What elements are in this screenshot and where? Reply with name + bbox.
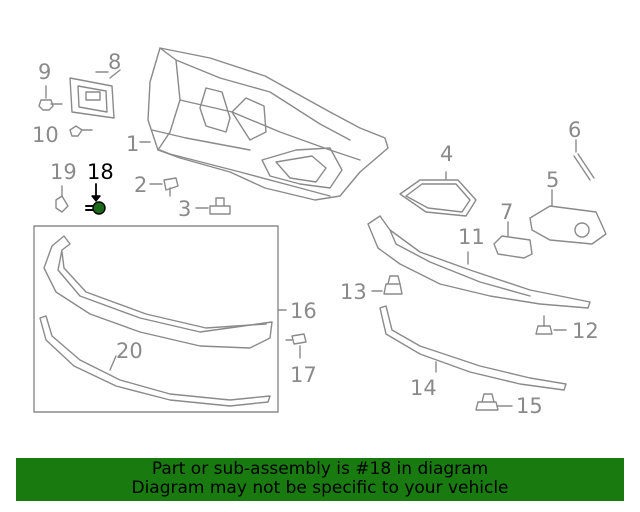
callout-3: 3 — [178, 197, 192, 221]
callout-16: 16 — [290, 299, 317, 323]
fastener-part-18 — [85, 183, 106, 215]
sub-assembly-box-part-16 — [33, 225, 287, 413]
screw-part-12 — [535, 315, 567, 335]
callout-1: 1 — [126, 132, 140, 156]
callout-17: 17 — [290, 363, 317, 387]
callout-4: 4 — [440, 142, 454, 166]
callout-5: 5 — [546, 168, 560, 192]
clip-part-19 — [55, 185, 69, 213]
plate-bracket-part-8 — [69, 71, 115, 119]
bolt-part-9 — [38, 85, 63, 111]
cover-part-7 — [493, 221, 533, 259]
callout-11: 11 — [458, 225, 485, 249]
clip-part-10 — [69, 125, 93, 137]
rod-part-6 — [573, 139, 595, 181]
cover-part-4 — [399, 171, 477, 217]
bumper-cover-part-1 — [147, 47, 389, 201]
callout-18-highlighted: 18 — [87, 160, 114, 184]
callout-19: 19 — [50, 160, 77, 184]
callout-9: 9 — [38, 60, 52, 84]
lower-grille-part-11 — [367, 215, 591, 309]
clip-part-13 — [371, 275, 403, 295]
screw-part-17 — [285, 333, 307, 359]
callout-12: 12 — [572, 319, 599, 343]
clip-part-15 — [475, 393, 513, 411]
housing-part-5 — [529, 189, 607, 245]
banner-line-2: Diagram may not be specific to your vehi… — [131, 478, 509, 498]
trim-strip-part-14 — [379, 305, 567, 391]
callout-10: 10 — [32, 123, 59, 147]
callout-20: 20 — [116, 339, 143, 363]
parts-diagram — [33, 47, 607, 413]
screw-part-2 — [149, 177, 179, 197]
callout-14: 14 — [410, 376, 437, 400]
callout-15: 15 — [516, 394, 543, 418]
info-banner: Part or sub-assembly is #18 in diagram D… — [16, 458, 624, 501]
callout-13: 13 — [340, 280, 367, 304]
callout-8: 8 — [108, 50, 122, 74]
clip-part-3 — [195, 197, 231, 215]
callout-2: 2 — [134, 173, 148, 197]
callout-6: 6 — [568, 118, 582, 142]
callout-7: 7 — [500, 200, 514, 224]
banner-line-1: Part or sub-assembly is #18 in diagram — [151, 459, 489, 479]
